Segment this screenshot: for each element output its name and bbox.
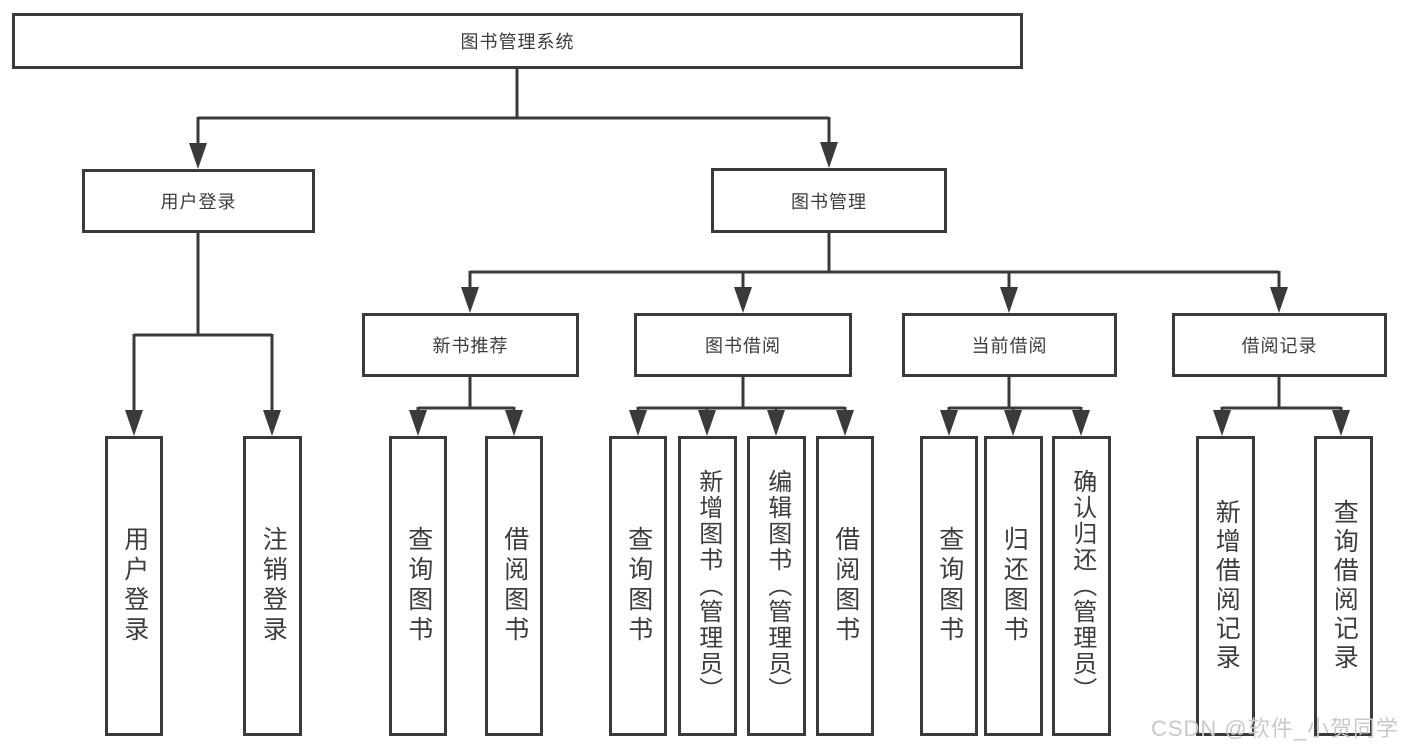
node-library-system: 图书管理系统	[12, 13, 1023, 69]
leaf-borrow-books-borrow: 借阅图书	[816, 436, 874, 736]
node-book-borrow-label: 图书借阅	[705, 336, 781, 356]
leaf-add-book-admin-label: 新增图书（管理员）	[694, 469, 722, 703]
node-new-book-recommend-label: 新书推荐	[432, 336, 509, 356]
node-book-management: 图书管理	[711, 168, 947, 233]
leaf-return-book-label: 归还图书	[1000, 526, 1029, 646]
leaf-confirm-return-admin: 确认归还（管理员）	[1052, 436, 1111, 736]
leaf-user-login-label: 用户登录	[120, 526, 149, 646]
node-new-book-recommend: 新书推荐	[362, 313, 579, 377]
leaf-query-books-borrow-label: 查询图书	[624, 526, 653, 646]
node-user-login-label: 用户登录	[160, 192, 237, 212]
node-book-management-label: 图书管理	[791, 191, 867, 212]
node-current-borrow: 当前借阅	[902, 313, 1117, 377]
leaf-edit-book-admin-label: 编辑图书（管理员）	[763, 469, 791, 703]
leaf-query-borrow-record-label: 查询借阅记录	[1330, 499, 1359, 673]
leaf-return-book: 归还图书	[984, 436, 1043, 736]
node-borrow-records: 借阅记录	[1172, 313, 1387, 377]
node-library-system-label: 图书管理系统	[460, 32, 575, 52]
leaf-borrow-books-borrow-label: 借阅图书	[831, 526, 860, 646]
leaf-borrow-books-new: 借阅图书	[485, 436, 543, 736]
leaf-query-books-current: 查询图书	[920, 436, 978, 736]
leaf-query-books-new-label: 查询图书	[404, 526, 433, 646]
leaf-logout: 注销登录	[243, 436, 302, 736]
leaf-confirm-return-admin-label: 确认归还（管理员）	[1068, 469, 1096, 703]
node-user-login: 用户登录	[82, 169, 315, 233]
leaf-logout-label: 注销登录	[259, 526, 288, 646]
leaf-edit-book-admin: 编辑图书（管理员）	[747, 436, 806, 736]
leaf-query-books-current-label: 查询图书	[935, 526, 964, 646]
leaf-add-borrow-record-label: 新增借阅记录	[1212, 499, 1241, 673]
node-borrow-records-label: 借阅记录	[1241, 336, 1318, 356]
leaf-query-borrow-record: 查询借阅记录	[1314, 436, 1373, 736]
leaf-add-book-admin: 新增图书（管理员）	[678, 436, 737, 736]
watermark-text: CSDN @软件_小贺同学	[1150, 716, 1399, 741]
leaf-add-borrow-record: 新增借阅记录	[1196, 436, 1255, 736]
leaf-query-books-borrow: 查询图书	[609, 436, 667, 736]
node-current-borrow-label: 当前借阅	[971, 336, 1048, 356]
leaf-query-books-new: 查询图书	[389, 436, 447, 736]
node-book-borrow: 图书借阅	[634, 313, 852, 377]
leaf-borrow-books-new-label: 借阅图书	[500, 526, 529, 646]
leaf-user-login: 用户登录	[105, 436, 163, 736]
